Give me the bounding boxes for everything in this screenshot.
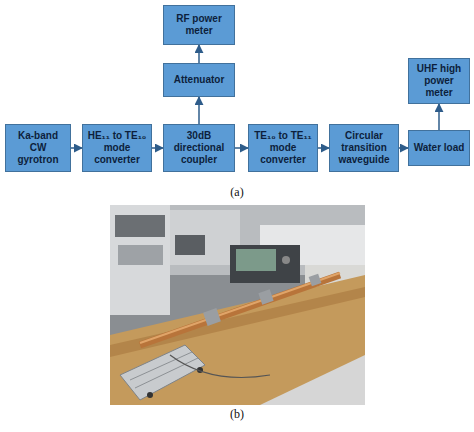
box-label: Ka-band CW gyrotron bbox=[10, 130, 66, 166]
arrow-connector bbox=[71, 147, 82, 149]
process-box: HE₁₁ to TE₁₀ mode converter bbox=[82, 124, 152, 172]
process-box: UHF high power meter bbox=[408, 58, 470, 104]
box-label: TE₁₀ to TE₁₁ mode converter bbox=[253, 130, 313, 166]
lab-photo bbox=[110, 205, 365, 405]
box-label: UHF high power meter bbox=[413, 63, 465, 99]
process-box: TE₁₀ to TE₁₁ mode converter bbox=[248, 124, 318, 172]
arrow-connector bbox=[438, 104, 440, 130]
process-box: Circular transition waveguide bbox=[329, 124, 399, 172]
arrow-connector bbox=[318, 147, 329, 149]
box-label: Attenuator bbox=[174, 74, 225, 86]
process-box: 30dB directional coupler bbox=[163, 124, 235, 172]
panel-label: (b) bbox=[230, 407, 244, 422]
box-label: Circular transition waveguide bbox=[334, 130, 394, 166]
process-box: Ka-band CW gyrotron bbox=[5, 124, 71, 172]
box-label: RF power meter bbox=[168, 13, 230, 37]
panel-label: (a) bbox=[230, 185, 243, 200]
process-box: Attenuator bbox=[163, 63, 235, 97]
process-box: Water load bbox=[408, 130, 470, 166]
arrow-connector bbox=[152, 147, 163, 149]
box-label: HE₁₁ to TE₁₀ mode converter bbox=[87, 130, 147, 166]
arrow-connector bbox=[198, 45, 200, 63]
box-label: Water load bbox=[414, 142, 465, 154]
box-label: 30dB directional coupler bbox=[168, 130, 230, 166]
arrow-connector bbox=[235, 147, 248, 149]
arrow-connector bbox=[198, 97, 200, 124]
process-box: RF power meter bbox=[163, 5, 235, 45]
arrow-connector bbox=[399, 147, 408, 149]
